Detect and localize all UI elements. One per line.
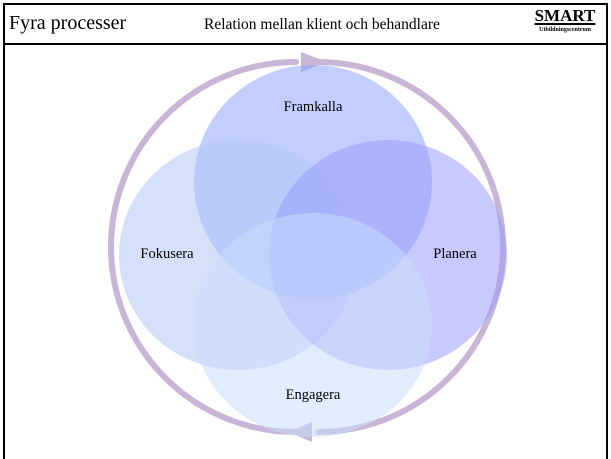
logo-sub-text: Utbildningscentrum bbox=[539, 27, 591, 33]
page-title: Fyra processer bbox=[9, 12, 127, 34]
label-engagera: Engagera bbox=[286, 387, 341, 403]
slide-frame bbox=[3, 3, 608, 459]
label-framkalla: Framkalla bbox=[284, 99, 343, 115]
logo-main-text: SMART bbox=[534, 6, 596, 25]
header-bar: Fyra processer Relation mellan klient oc… bbox=[3, 3, 608, 45]
venn-circles bbox=[119, 65, 507, 437]
label-fokusera: Fokusera bbox=[140, 246, 194, 262]
label-planera: Planera bbox=[433, 246, 477, 262]
circle-engagera bbox=[194, 213, 432, 437]
smart-logo: SMART Utbildningscentrum bbox=[528, 7, 602, 34]
page-subtitle: Relation mellan klient och behandlare bbox=[204, 16, 440, 33]
cycle-arrow-left-arc bbox=[108, 59, 299, 435]
